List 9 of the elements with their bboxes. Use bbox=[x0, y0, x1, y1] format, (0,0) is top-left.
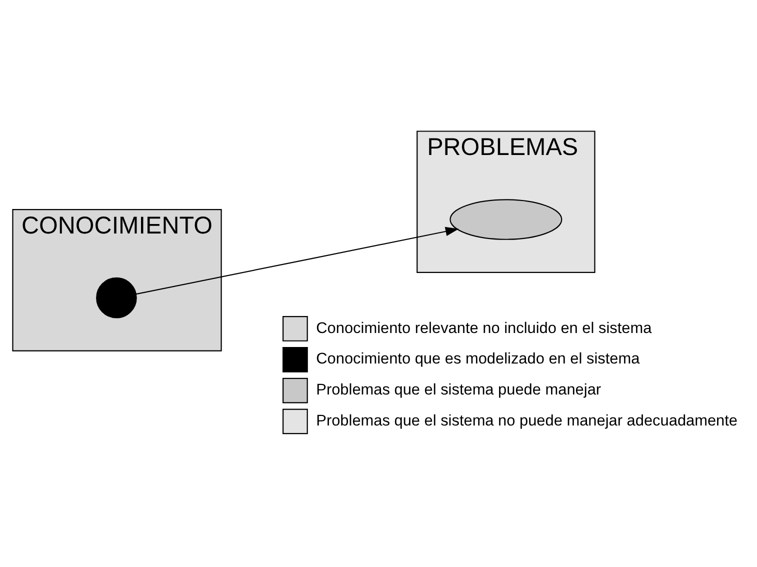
legend-label: Problemas que el sistema no puede manejar adecuadamente bbox=[316, 412, 738, 430]
legend-label: Problemas que el sistema puede manejar bbox=[316, 382, 602, 399]
node-circle bbox=[96, 277, 137, 318]
cluster: PROBLEMAS bbox=[416, 130, 596, 274]
legend-label: Conocimiento relevante no incluido en el sistema bbox=[316, 320, 652, 337]
legend-label: Conocimiento que es modelizado en el sistema bbox=[316, 350, 640, 368]
arrow bbox=[136, 226, 459, 295]
cluster: CONOCIMIENTO bbox=[12, 209, 222, 352]
node-ellipse bbox=[450, 199, 562, 240]
